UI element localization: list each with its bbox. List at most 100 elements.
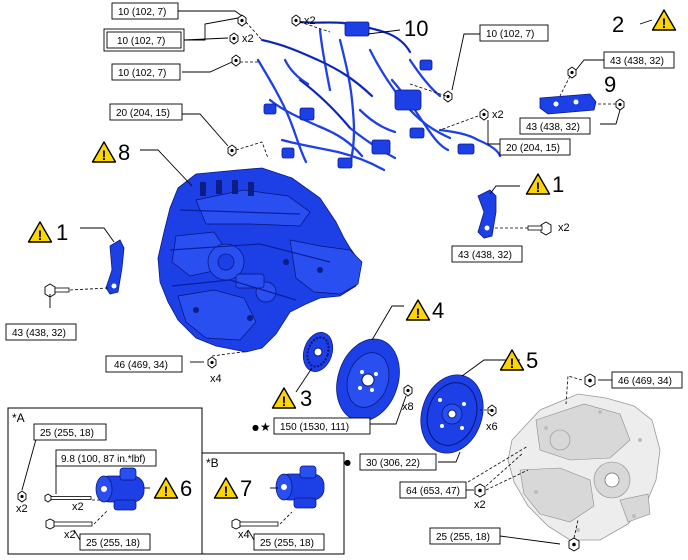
torque-label-3: 10 (102, 7) <box>111 63 181 81</box>
torque-label-8: 43 (438, 32) <box>519 117 591 135</box>
engine-hanger-right <box>477 189 497 239</box>
svg-text:43 (438, 32): 43 (438, 32) <box>458 250 512 261</box>
engine-assembly <box>157 167 363 353</box>
svg-text:!: ! <box>102 147 107 163</box>
svg-text:64 (653, 47): 64 (653, 47) <box>406 486 460 497</box>
callout-1-left: 1 <box>56 220 68 245</box>
warning-triangle-icon: ! <box>153 477 179 499</box>
svg-text:43 (438, 32): 43 (438, 32) <box>610 56 664 67</box>
svg-text:9.8 (100, 87 in.*lbf): 9.8 (100, 87 in.*lbf) <box>61 454 146 465</box>
section-label-b: *B <box>206 456 219 470</box>
svg-text:150 (1530, 111): 150 (1530, 111) <box>280 422 349 433</box>
torque-label-10: 43 (438, 32) <box>5 323 77 341</box>
svg-text:46 (469, 34): 46 (469, 34) <box>114 360 168 371</box>
callout-9: 9 <box>604 72 616 97</box>
torque-label-11: 46 (469, 34) <box>105 355 183 373</box>
engine-bracket <box>539 93 597 115</box>
warning-triangle-icon: ! <box>271 387 297 409</box>
svg-text:25 (255, 18): 25 (255, 18) <box>436 532 490 543</box>
torque-label-15: 64 (653, 47) <box>399 481 467 499</box>
warning-triangle-icon: ! <box>499 349 525 371</box>
callout-7: 7 <box>240 476 252 501</box>
svg-text:25 (255, 18): 25 (255, 18) <box>86 538 140 549</box>
torque-label-9: 43 (438, 32) <box>451 245 523 263</box>
torque-label-4: 10 (102, 7) <box>479 24 549 42</box>
wire-harness <box>256 20 502 172</box>
qty-label-6: x8 <box>402 401 414 413</box>
qty-label-12: x4 <box>238 529 250 541</box>
torque-label-6: 20 (204, 15) <box>499 138 571 156</box>
svg-text:!: ! <box>164 483 169 499</box>
bolt-icon <box>17 14 625 552</box>
svg-text:43 (438, 32): 43 (438, 32) <box>526 122 580 133</box>
warning-triangle-icon: ! <box>91 141 117 163</box>
svg-text:43 (438, 32): 43 (438, 32) <box>12 328 66 339</box>
svg-text:30 (306, 22): 30 (306, 22) <box>366 458 420 469</box>
qty-label-7: x6 <box>486 421 498 433</box>
svg-text:20 (204, 15): 20 (204, 15) <box>116 108 170 119</box>
callout-10: 10 <box>404 16 428 41</box>
callout-1-right: 1 <box>552 172 564 197</box>
star-symbol: ★ <box>260 420 271 434</box>
qty-label-8: x2 <box>474 499 486 511</box>
torque-label-18: 9.8 (100, 87 in.*lbf) <box>55 449 157 467</box>
qty-label-4: x2 <box>558 222 570 234</box>
svg-text:10 (102, 7): 10 (102, 7) <box>118 7 166 18</box>
svg-text:10 (102, 7): 10 (102, 7) <box>117 36 165 47</box>
section-frame-b <box>201 452 345 555</box>
transaxle-assembly <box>507 393 661 541</box>
leader-lines <box>21 10 653 545</box>
torque-label-12: 150 (1530, 111) <box>273 417 371 435</box>
svg-text:!: ! <box>662 15 667 31</box>
svg-text:!: ! <box>510 355 515 371</box>
torque-label-16: 25 (255, 18) <box>429 527 501 545</box>
qty-label-3: x2 <box>492 109 504 121</box>
svg-text:20 (204, 15): 20 (204, 15) <box>506 143 560 154</box>
qty-label-9: x2 <box>16 503 28 515</box>
callout-8: 8 <box>118 140 130 165</box>
warning-triangle-icon: ! <box>405 299 431 321</box>
svg-text:25 (255, 18): 25 (255, 18) <box>260 538 314 549</box>
drive-plate-gear <box>302 332 334 372</box>
warning-triangle-icon: ! <box>213 477 239 499</box>
svg-text:!: ! <box>536 179 541 195</box>
flywheel <box>336 338 400 422</box>
torque-label-20: 25 (255, 18) <box>253 533 325 551</box>
torque-label-7: 43 (438, 32) <box>603 51 675 69</box>
qty-label-11: x2 <box>64 529 76 541</box>
svg-text:!: ! <box>416 305 421 321</box>
torque-label-14: 30 (306, 22) <box>359 453 437 471</box>
torque-label-2: 10 (102, 7) <box>103 28 185 52</box>
warning-triangle-icon: ! <box>525 173 551 195</box>
svg-text:!: ! <box>224 483 229 499</box>
engine-hanger-left <box>105 239 125 295</box>
warning-triangle-icon: ! <box>651 9 677 31</box>
callout-6: 6 <box>180 476 192 501</box>
torque-label-1: 10 (102, 7) <box>111 2 179 20</box>
torque-label-17: 25 (255, 18) <box>33 423 107 441</box>
svg-text:25 (255, 18): 25 (255, 18) <box>40 428 94 439</box>
dot-symbol: ● <box>252 423 259 432</box>
callout-4: 4 <box>432 298 444 323</box>
svg-text:10 (102, 7): 10 (102, 7) <box>486 29 534 40</box>
callout-2: 2 <box>612 12 624 37</box>
qty-label-2: x2 <box>242 33 254 45</box>
callout-5: 5 <box>526 348 538 373</box>
clutch-plate <box>420 374 484 454</box>
torque-label-5: 20 (204, 15) <box>109 103 183 121</box>
callout-3: 3 <box>300 386 312 411</box>
torque-label-13: 46 (469, 34) <box>611 371 683 389</box>
qty-label-5: x4 <box>210 373 222 385</box>
svg-text:!: ! <box>38 227 43 243</box>
starter-assembly-a <box>95 467 145 511</box>
svg-text:10 (102, 7): 10 (102, 7) <box>118 68 166 79</box>
qty-label-10: x2 <box>72 501 84 513</box>
torque-label-19: 25 (255, 18) <box>79 533 151 551</box>
qty-label-1: x2 <box>304 15 316 27</box>
svg-text:46 (469, 34): 46 (469, 34) <box>618 376 672 387</box>
section-label-a: *A <box>12 411 25 425</box>
svg-text:!: ! <box>282 393 287 409</box>
starter-assembly-b <box>275 465 325 509</box>
warning-triangle-icon: ! <box>27 221 53 243</box>
